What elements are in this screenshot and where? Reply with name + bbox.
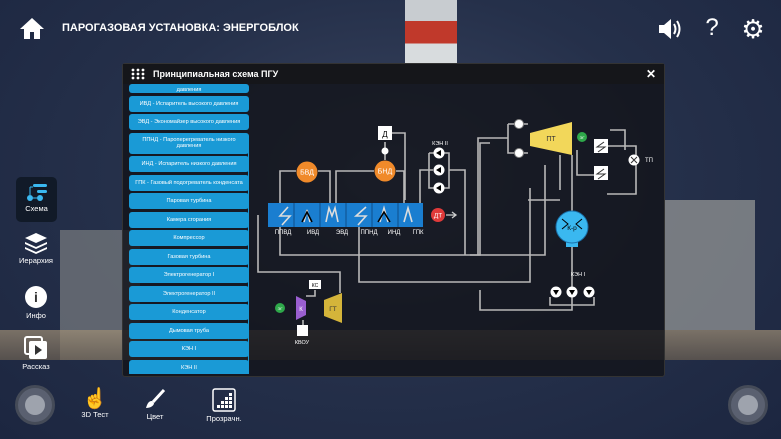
kvou-label: КВОУ	[295, 340, 310, 346]
sidebar-label: Инфо	[26, 311, 46, 320]
gas-turbine[interactable]: ГТ	[324, 293, 342, 323]
kr-label: К-р	[567, 225, 577, 232]
list-item[interactable]: Паровая турбина	[129, 193, 249, 209]
3d-test-button[interactable]: ☝ 3D Тест	[78, 388, 112, 419]
list-item[interactable]: Компрессор	[129, 230, 249, 246]
generator-1[interactable]: ЭГ	[275, 303, 285, 313]
sidebar-label: Иерархия	[19, 256, 53, 265]
toolbar-label: 3D Тест	[81, 410, 109, 419]
transparency-button[interactable]: Прозрачн.	[198, 388, 250, 423]
list-item[interactable]: Конденсатор	[129, 304, 249, 320]
list-item[interactable]: ППНД - Пароперегреватель низкого давлени…	[129, 132, 249, 154]
generator-2[interactable]: ЭГ	[577, 132, 587, 142]
label-gpk: ГПК	[412, 230, 424, 236]
ken2-label: КЭН II	[432, 141, 448, 147]
play-video-icon	[24, 336, 47, 359]
ken1-label: КЭН I	[571, 272, 586, 278]
list-item[interactable]: ИНД - Испаритель низкого давления	[129, 156, 249, 172]
heaters[interactable]	[594, 139, 608, 180]
speaker-icon	[659, 19, 681, 39]
list-item[interactable]: Камера сгорания	[129, 211, 249, 228]
list-item[interactable]: КЭН II	[129, 359, 249, 374]
list-scrollbar[interactable]	[248, 144, 249, 374]
joystick-right[interactable]	[728, 385, 768, 425]
label-ppvd: ППВД	[275, 230, 292, 236]
drum-bnd[interactable]: БНД	[374, 160, 396, 182]
sidebar-item-schema[interactable]: Схема	[16, 177, 57, 222]
list-item[interactable]: ИВД - Испаритель высокого давления	[129, 95, 249, 112]
component-list: давления ИВД - Испаритель высокого давле…	[129, 84, 249, 374]
steam-turbine[interactable]: ПТ	[530, 122, 572, 155]
chimney-background	[405, 0, 457, 70]
info-icon: i	[25, 286, 47, 308]
label-evd: ЭВД	[336, 230, 348, 236]
k-label: К	[299, 307, 303, 313]
label-ind: ИНД	[388, 230, 401, 236]
toolbar-label: Цвет	[146, 412, 164, 421]
eg-label: ЭГ	[277, 306, 283, 311]
list-item[interactable]: Дымовая труба	[129, 322, 249, 339]
settings-button[interactable]: ⚙	[740, 13, 766, 44]
tp-label: ТП	[645, 158, 653, 164]
sound-button[interactable]	[656, 17, 682, 41]
gear-icon: ⚙	[741, 13, 765, 44]
list-item[interactable]: КЭН I	[129, 341, 249, 357]
toolbar-label: Прозрачн.	[206, 414, 242, 423]
gt-label: ГТ	[329, 306, 337, 313]
deaerator-label: Д	[382, 130, 388, 139]
home-button[interactable]	[18, 15, 46, 41]
transparency-icon	[212, 388, 236, 412]
list-item[interactable]: ЭВД - Экономайзер высокого давления	[129, 114, 249, 130]
help-button[interactable]: ?	[705, 14, 719, 41]
dt-label: ДТ	[434, 213, 442, 220]
sidebar-item-story[interactable]: Рассказ	[9, 336, 63, 371]
hand-pointer-icon: ☝	[82, 388, 108, 410]
list-item[interactable]: давления	[129, 84, 249, 93]
list-item[interactable]: Электрогенератор II	[129, 285, 249, 302]
color-button[interactable]: Цвет	[140, 388, 170, 421]
pt-label: ПТ	[546, 136, 556, 143]
flue-gas-outlet[interactable]: ДТ	[431, 208, 458, 222]
condenser[interactable]: К-р	[555, 210, 589, 247]
label-ppnd: ППНД	[360, 230, 377, 236]
label-ivd: ИВД	[307, 230, 319, 236]
schema-icon	[26, 184, 47, 201]
list-item[interactable]: Электрогенератор I	[129, 267, 249, 283]
brush-icon	[146, 388, 166, 408]
ks-label: КС	[312, 283, 319, 289]
combustion-chamber[interactable]: КС	[309, 280, 321, 289]
valve-icon	[514, 119, 524, 129]
compressor[interactable]: К	[296, 296, 306, 320]
deaerator[interactable]: Д	[378, 126, 392, 140]
ken1-pumps[interactable]	[550, 286, 595, 298]
sidebar-item-hierarchy[interactable]: Иерархия	[9, 232, 63, 265]
sidebar-item-info[interactable]: i Инфо	[9, 285, 63, 320]
grid-menu-icon[interactable]	[131, 68, 145, 80]
bnd-label: БНД	[378, 169, 393, 176]
scene-building	[665, 200, 755, 330]
close-button[interactable]: ✕	[645, 67, 656, 81]
arrow-right-icon	[446, 211, 458, 219]
list-item[interactable]: Газовая турбина	[129, 248, 249, 265]
air-intake[interactable]: КВОУ	[295, 325, 310, 346]
ken2-pumps[interactable]	[433, 147, 445, 194]
panel-header: Принципиальная схема ПГУ ✕	[123, 64, 664, 84]
panel-title: Принципиальная схема ПГУ	[153, 69, 279, 79]
pipes	[257, 123, 637, 325]
joystick-left[interactable]	[15, 385, 55, 425]
home-icon	[20, 18, 44, 39]
svg-text:i: i	[34, 289, 38, 305]
sidebar-label: Схема	[25, 204, 48, 213]
page-title: ПАРОГАЗОВАЯ УСТАНОВКА: ЭНЕРГОБЛОК	[62, 22, 299, 34]
heat-recovery-boiler	[268, 203, 423, 227]
valve-icon	[514, 148, 524, 158]
heat-consumer[interactable]: ТП	[628, 154, 653, 166]
drum-bvd[interactable]: БВД	[296, 161, 318, 183]
valve-icon	[381, 147, 389, 155]
bvd-label: БВД	[300, 170, 314, 177]
sidebar-label: Рассказ	[22, 362, 50, 371]
eg-label: ЭГ	[579, 135, 585, 140]
list-item[interactable]: ГПК - Газовый подогреватель конденсата	[129, 174, 249, 191]
layers-icon	[25, 233, 47, 254]
